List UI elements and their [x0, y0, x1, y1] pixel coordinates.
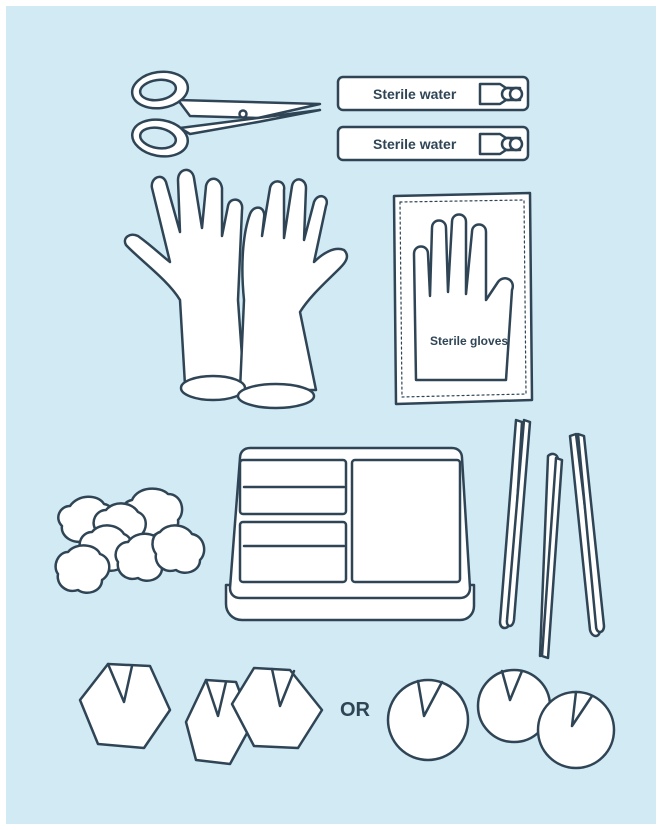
sterile-supplies-illustration: Sterile water Sterile water Sterile glov… — [6, 6, 656, 824]
dressing-tray-icon — [226, 448, 474, 620]
or-label: OR — [340, 699, 371, 721]
sterile-gloves-label: Sterile gloves — [430, 334, 508, 348]
sterile-water-label-bottom: Sterile water — [373, 136, 457, 152]
sterile-water-label-top: Sterile water — [373, 86, 457, 102]
sterile-gloves-pack-icon — [394, 193, 532, 404]
